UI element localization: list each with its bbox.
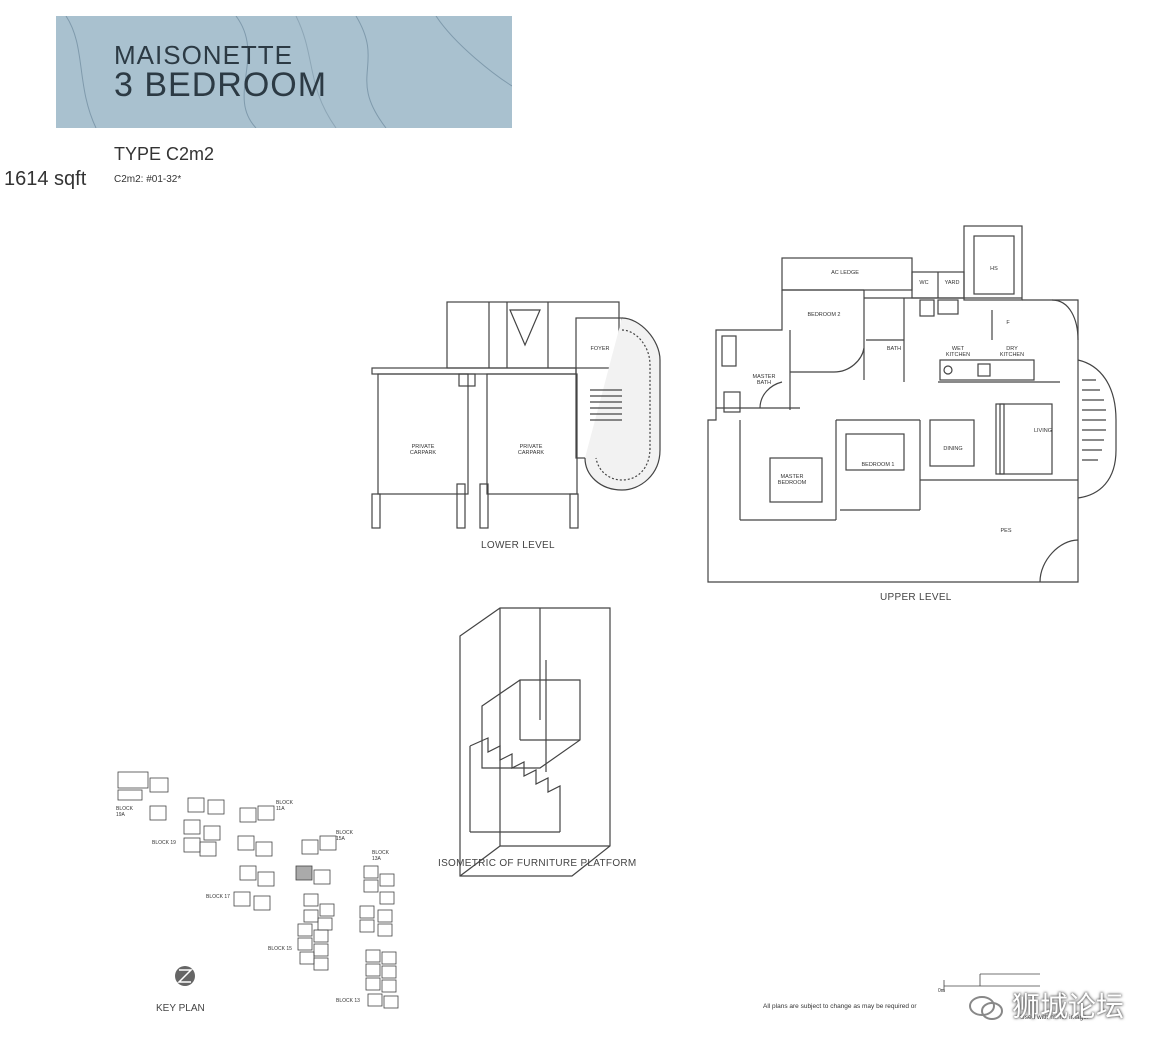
key-block-19: BLOCK 19 [152, 840, 176, 846]
room-dining: DINING [943, 446, 963, 452]
key-block-15a: BLOCK 15A [336, 830, 353, 842]
key-block-17: BLOCK 17 [206, 894, 230, 900]
lower-level-plan [371, 301, 661, 529]
room-fridge: F [1006, 320, 1010, 326]
room-wc: WC [919, 280, 929, 286]
isometric-drawing [459, 607, 611, 877]
key-block-11a: BLOCK 11A [276, 800, 293, 812]
key-block-19a: BLOCK 19A [116, 806, 133, 818]
scale-label: 0m [938, 988, 945, 994]
title-line-2: 3 BEDROOM [114, 66, 328, 104]
wechat-icon [969, 996, 1003, 1020]
room-private-carpark-1: PRIVATE CARPARK [409, 444, 437, 456]
room-master-bath: MASTER BATH [752, 374, 776, 386]
scale-bar [943, 973, 1040, 992]
disclaimer-text: All plans are subject to change as may b… [763, 1003, 917, 1010]
isometric-caption: ISOMETRIC OF FURNITURE PLATFORM [438, 858, 637, 869]
water-texture [65, 16, 512, 128]
room-pes: PES [1000, 528, 1012, 534]
room-hs: HS [990, 266, 998, 272]
key-plan-drawing [117, 771, 399, 1009]
room-dry-kitchen: DRY KITCHEN [999, 346, 1025, 358]
room-bath: BATH [886, 346, 902, 352]
unit-numbers: C2m2: #01-32* [114, 174, 182, 185]
upper-level-plan [707, 225, 1117, 583]
unit-area: 1614 sqft [4, 168, 87, 190]
title-line-1: MAISONETTE [114, 40, 294, 70]
north-arrow-icon [175, 966, 195, 986]
room-living: LIVING [1033, 428, 1053, 434]
key-block-13: BLOCK 13 [336, 998, 360, 1004]
watermark-text: 狮城论坛 [1012, 990, 1125, 1023]
room-master-bedroom: MASTER BEDROOM [777, 474, 807, 486]
unit-type: TYPE C2m2 [114, 144, 215, 164]
room-bedroom-2: BEDROOM 2 [807, 312, 841, 318]
room-private-carpark-2: PRIVATE CARPARK [517, 444, 545, 456]
upper-level-caption: UPPER LEVEL [880, 592, 952, 603]
room-bedroom-1: BEDROOM 1 [861, 462, 895, 468]
room-wet-kitchen: WET KITCHEN [945, 346, 971, 358]
title-banner: MAISONETTE 3 BEDROOM [56, 16, 512, 128]
room-foyer: FOYER [590, 346, 610, 352]
watermark: 狮城论坛 [968, 985, 1124, 1025]
room-yard: YARD [944, 280, 960, 286]
disclaimer-text-2: Used with mirror image. [1020, 1014, 1089, 1021]
room-ac-ledge: AC LEDGE [831, 270, 859, 276]
key-plan-caption: KEY PLAN [156, 1003, 205, 1014]
key-block-15: BLOCK 15 [268, 946, 292, 952]
lower-level-caption: LOWER LEVEL [481, 540, 555, 551]
key-block-13a: BLOCK 13A [372, 850, 389, 862]
